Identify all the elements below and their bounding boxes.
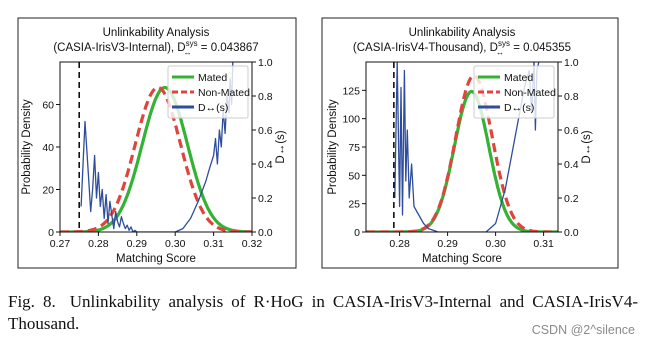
legend-label: Mated: [504, 72, 533, 84]
y2-tick-label: 0.2: [258, 193, 273, 205]
plot-area: [60, 62, 252, 232]
legend-box: [473, 65, 555, 119]
y-tick-label: 20: [42, 185, 54, 197]
figure: Unlinkability Analysis(CASIA-IrisV3-Inte…: [17, 17, 619, 269]
y-axis-label: Probability Density: [21, 99, 33, 194]
x-tick-label: 0.28: [88, 238, 109, 250]
legend-label: Non-Mated: [504, 87, 556, 99]
series-non-mated-curve: [60, 85, 252, 232]
x-tick-label: 0.30: [165, 238, 186, 250]
y-tick-label: 75: [348, 142, 360, 154]
y2-axis-label: D↔(s): [275, 130, 287, 163]
panel-frame: [321, 17, 619, 269]
chart-panel-left: Unlinkability Analysis(CASIA-IrisV3-Inte…: [17, 17, 297, 269]
y2-tick-label: 1.0: [258, 57, 273, 69]
y-tick-label: 40: [42, 142, 54, 154]
y-axis-label: Probability Density: [327, 99, 339, 194]
y2-tick-label: 0.6: [258, 125, 273, 137]
legend-label: Non-Mated: [198, 87, 250, 99]
legend-label: D↔(s): [504, 102, 534, 114]
y-tick-label: 60: [42, 100, 54, 112]
y2-tick-label: 0.6: [564, 125, 579, 137]
y2-tick-label: 0.4: [258, 159, 273, 171]
y-tick-label: 100: [342, 114, 360, 126]
watermark: CSDN @2^silence: [531, 323, 635, 337]
chart-subtitle: (CASIA-IrisV4-Thousand), Dsys↔ = 0.04535…: [353, 39, 571, 57]
chart-title: Unlinkability Analysis: [409, 27, 516, 39]
chart-subtitle: (CASIA-IrisV3-Internal), Dsys↔ = 0.04386…: [53, 39, 258, 57]
x-tick-label: 0.27: [50, 238, 71, 250]
x-tick-label: 0.28: [389, 238, 410, 250]
y2-tick-label: 0.8: [258, 91, 273, 103]
y2-tick-label: 0.0: [258, 227, 273, 239]
y-tick-label: 0: [354, 227, 360, 239]
figure-caption: Fig. 8.Unlinkability analysis of R·HoG i…: [8, 291, 638, 335]
x-tick-label: 0.31: [203, 238, 224, 250]
legend-label: D↔(s): [198, 102, 228, 114]
x-tick-label: 0.32: [242, 238, 263, 250]
panel-frame: [17, 17, 297, 269]
caption-label: Fig. 8.: [8, 292, 56, 311]
x-axis-label: Matching Score: [422, 253, 502, 265]
chart-title: Unlinkability Analysis: [103, 27, 210, 39]
y2-axis-label: D↔(s): [581, 130, 593, 163]
y2-tick-label: 1.0: [564, 57, 579, 69]
y2-tick-label: 0.8: [564, 91, 579, 103]
legend-label: Mated: [198, 72, 227, 84]
y-tick-label: 25: [348, 199, 360, 211]
series-non-mated-curve: [366, 74, 558, 232]
series-dsys-curve: [80, 62, 234, 232]
caption-text: Unlinkability analysis of R·HoG in CASIA…: [8, 292, 638, 333]
y2-tick-label: 0.0: [564, 227, 579, 239]
x-tick-label: 0.29: [127, 238, 148, 250]
y2-tick-label: 0.2: [564, 193, 579, 205]
x-tick-label: 0.30: [485, 238, 506, 250]
y2-tick-label: 0.4: [564, 159, 579, 171]
y-tick-label: 50: [348, 170, 360, 182]
legend-box: [167, 65, 249, 119]
y-tick-label: 125: [342, 85, 360, 97]
y-tick-label: 0: [48, 227, 54, 239]
x-axis-label: Matching Score: [116, 253, 196, 265]
chart-panel-right: Unlinkability Analysis(CASIA-IrisV4-Thou…: [321, 17, 619, 269]
x-tick-label: 0.31: [533, 238, 554, 250]
x-tick-label: 0.29: [437, 238, 458, 250]
